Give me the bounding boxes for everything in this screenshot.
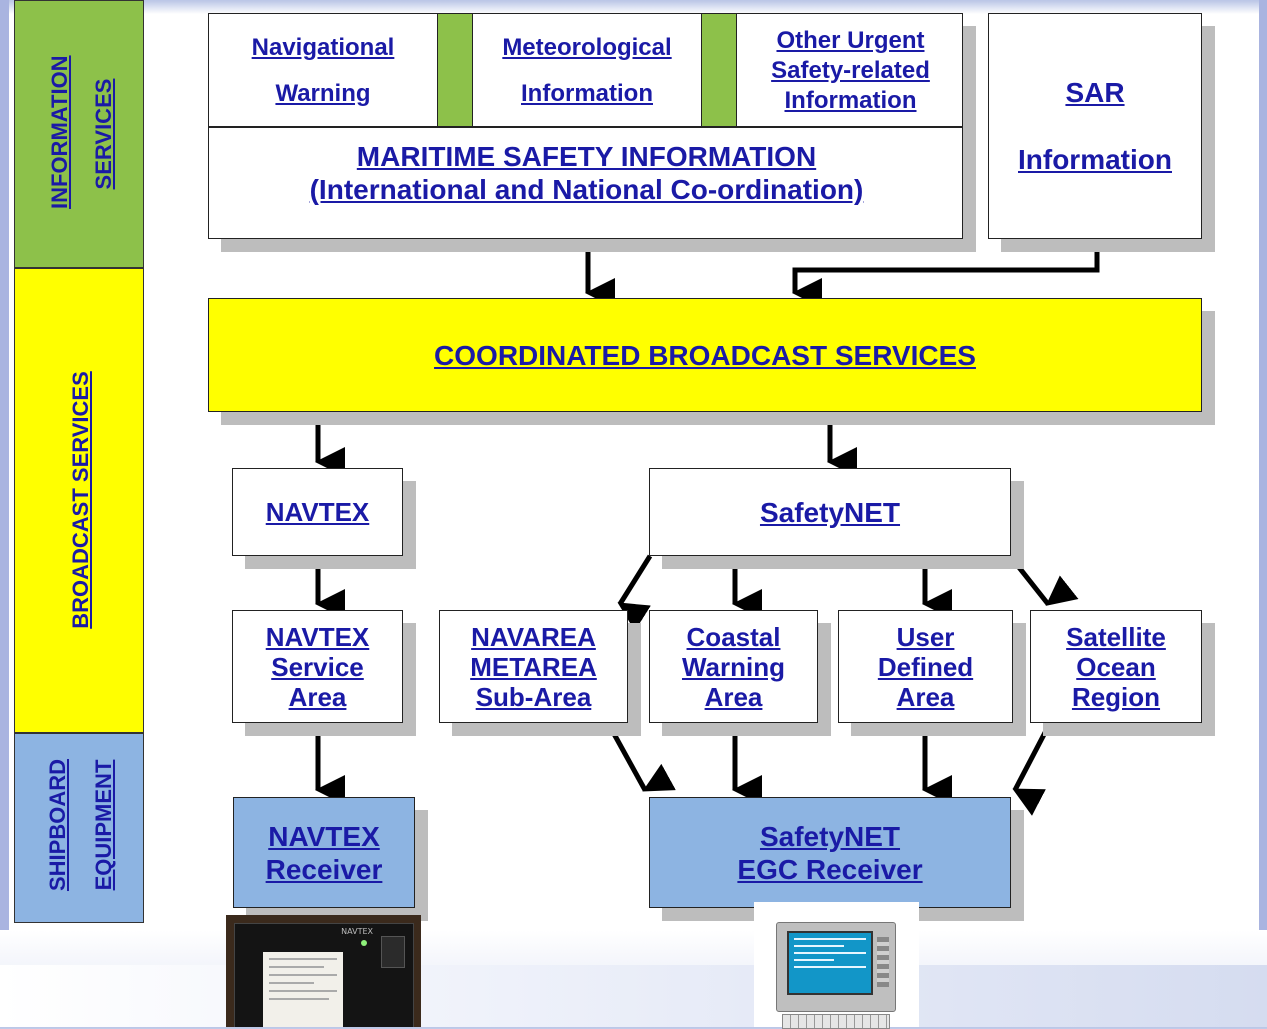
frame-left-border: [0, 0, 9, 930]
egc-receiver-line2[interactable]: EGC Receiver: [737, 853, 923, 885]
user-defined-area-line2[interactable]: Defined: [877, 651, 974, 682]
navarea-line1[interactable]: NAVAREA: [471, 621, 596, 652]
coordinated-broadcast-services-label[interactable]: COORDINATED BROADCAST SERVICES: [434, 339, 976, 371]
navarea-box: NAVAREA METAREA Sub-Area: [439, 610, 628, 723]
navtex-unit-front: NAVTEX: [234, 923, 414, 1027]
navtex-control-panel: [381, 936, 405, 968]
arrow-satellite-to-egc: [1012, 721, 1053, 816]
other-urgent-line2[interactable]: Safety-related: [771, 56, 930, 84]
arrow-navarea-to-egc: [605, 721, 676, 792]
arrow-sar-to-coordinated: [792, 238, 1100, 308]
coastal-warning-area-line2[interactable]: Warning: [681, 651, 786, 682]
side-label-broadcast-services: BROADCAST SERVICES: [14, 268, 144, 733]
sar-information-box: SAR Information: [988, 13, 1202, 239]
side-label-information-services: INFORMATION SERVICES: [14, 0, 144, 268]
maritime-safety-information-subtitle[interactable]: (International and National Co-ordinatio…: [309, 173, 864, 205]
navtex-label[interactable]: NAVTEX: [265, 497, 370, 527]
meteorological-information-line1[interactable]: Meteorological: [502, 33, 672, 61]
navtex-receiver-box: NAVTEX Receiver: [233, 797, 415, 908]
navtex-receiver-line1[interactable]: NAVTEX: [268, 820, 380, 852]
satellite-ocean-region-line3[interactable]: Region: [1071, 681, 1161, 712]
msi-group-box: Navigational Warning Meteorological Info…: [208, 13, 963, 239]
side-label-shipboard-equipment: SHIPBOARD EQUIPMENT: [14, 733, 144, 923]
other-urgent-cell: Other Urgent Safety-related Information: [737, 14, 964, 127]
maritime-safety-information-cell: MARITIME SAFETY INFORMATION (Internation…: [209, 127, 964, 238]
egc-receiver-line1[interactable]: SafetyNET: [759, 820, 901, 852]
safetynet-box: SafetyNET: [649, 468, 1011, 556]
satellite-ocean-region-line1[interactable]: Satellite: [1066, 621, 1166, 652]
frame-right-border: [1259, 0, 1267, 930]
navigational-warning-line1[interactable]: Navigational: [251, 33, 395, 61]
other-urgent-line3[interactable]: Information: [784, 86, 917, 114]
egc-receiver-photo: [754, 902, 919, 1029]
coordinated-broadcast-services-box: COORDINATED BROADCAST SERVICES: [208, 298, 1202, 412]
coastal-warning-area-box: Coastal Warning Area: [649, 610, 818, 723]
meteorological-information-cell: Meteorological Information: [473, 14, 701, 127]
arrow-safetynet-to-navarea: [617, 554, 653, 632]
maritime-safety-information-title[interactable]: MARITIME SAFETY INFORMATION: [356, 140, 817, 172]
navigational-warning-cell: Navigational Warning: [209, 14, 437, 127]
navtex-receiver-line2[interactable]: Receiver: [265, 853, 383, 885]
coastal-warning-area-line1[interactable]: Coastal: [686, 621, 781, 652]
navtex-service-area-box: NAVTEX Service Area: [232, 610, 403, 723]
navtex-power-led-icon: [361, 940, 367, 946]
safetynet-egc-receiver-box: SafetyNET EGC Receiver: [649, 797, 1011, 908]
sar-information-label[interactable]: Information: [1018, 144, 1172, 175]
egc-terminal-screen: [787, 931, 873, 995]
coastal-warning-area-line3[interactable]: Area: [704, 681, 763, 712]
user-defined-area-line3[interactable]: Area: [896, 681, 955, 712]
msi-divider: [209, 126, 962, 128]
navtex-unit-brand: NAVTEX: [341, 927, 373, 936]
other-urgent-line1[interactable]: Other Urgent: [776, 26, 925, 54]
satellite-ocean-region-box: Satellite Ocean Region: [1030, 610, 1202, 723]
user-defined-area-box: User Defined Area: [838, 610, 1013, 723]
navtex-receiver-photo: NAVTEX: [226, 915, 421, 1027]
meteorological-information-line2[interactable]: Information: [521, 79, 653, 107]
navtex-service-area-line2[interactable]: Service: [271, 651, 364, 682]
navarea-line3[interactable]: Sub-Area: [475, 681, 592, 712]
safetynet-label[interactable]: SafetyNET: [759, 496, 901, 528]
sar-label[interactable]: SAR: [1065, 77, 1125, 108]
navarea-line2[interactable]: METAREA: [470, 651, 597, 682]
navtex-paper-printout: [263, 952, 343, 1027]
frame-bottom-band: [0, 965, 1267, 1027]
egc-terminal-buttons: [877, 937, 889, 987]
arrow-safetynet-to-satellite: [1008, 554, 1079, 606]
egc-terminal-body: [776, 922, 896, 1012]
satellite-ocean-region-line2[interactable]: Ocean: [1076, 651, 1156, 682]
navigational-warning-line2[interactable]: Warning: [275, 79, 371, 107]
green-strip-2: [701, 14, 737, 127]
green-strip-1: [437, 14, 473, 127]
navtex-box: NAVTEX: [232, 468, 403, 556]
navtex-service-area-line3[interactable]: Area: [288, 681, 347, 712]
user-defined-area-line1[interactable]: User: [896, 621, 955, 652]
navtex-service-area-line1[interactable]: NAVTEX: [265, 621, 370, 652]
